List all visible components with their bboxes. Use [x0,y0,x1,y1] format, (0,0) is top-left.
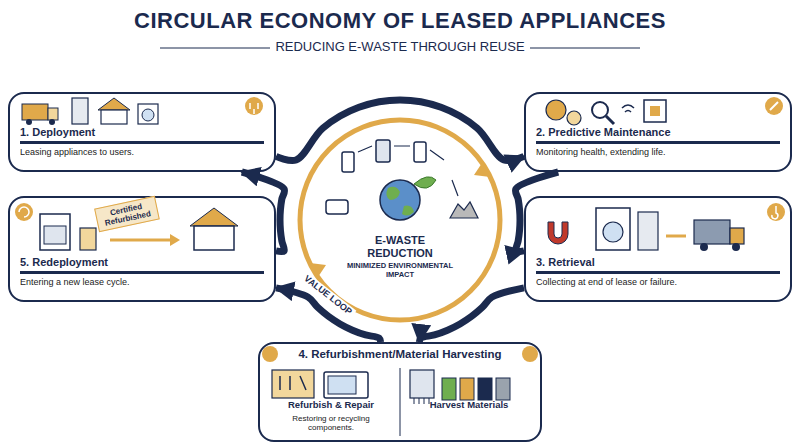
step-description: Restoring or recycling components. [274,414,388,432]
shredder-icon [410,370,434,398]
toaster-icon [326,200,348,214]
step-panel: 1. DeploymentLeasing appliances to users… [8,92,276,172]
fridge-icon [72,98,88,124]
hook-icon [772,206,778,219]
cycle-arrow [419,288,524,342]
magnifier-icon [592,102,608,118]
truck-icon [22,104,48,120]
tool-board-icon [272,370,314,398]
recycling-bin [496,378,510,400]
rule-line [528,48,640,49]
wheel [732,243,740,251]
cycle-arrow [515,172,558,252]
diagram-title: CIRCULAR ECONOMY OF LEASED APPLIANCES [0,8,800,34]
subtitle: REDUCING E-WASTE THROUGH REUSE [270,40,530,55]
fridge-icon [638,212,658,250]
step-description: Entering a new lease cycle. [20,277,264,287]
wheel [49,119,55,125]
washer-icon [138,104,158,124]
chip-core [650,106,660,116]
gear-icon [567,111,581,125]
center-hub: E-WASTE REDUCTION MINIMIZED ENVIRONMENTAL… [334,234,466,286]
magnifier-handle [606,116,614,124]
globe-icon [380,180,420,220]
globe-land [386,187,414,216]
cycle-badge [15,203,33,221]
certified-tag: Certified Refurbished [94,196,160,233]
step-heading: 4. Refurbishment/Material Harvesting [270,348,530,361]
value-ring [300,120,500,320]
washer-icon [596,208,630,250]
hook-badge [767,203,785,221]
hammer-badge [522,346,538,362]
house-roof [98,98,130,110]
ring-arrowhead [310,263,326,277]
step-heading: 1. Deployment [20,126,264,144]
truck-cab [730,228,744,244]
step-panel: 4. Refurbishment/Material HarvestingRefu… [258,342,542,442]
step-heading: Refurbish & Repair [274,400,388,411]
chip-icon [644,100,666,122]
plug-badge [245,97,263,115]
coffee-maker-icon [80,228,96,250]
oven-door [44,226,66,244]
truck-icon [694,220,730,244]
cycle-arrow [242,172,285,252]
gear-icon [546,100,566,120]
move-arrow [110,239,170,242]
step-heading: 5. Redeployment [20,256,264,274]
recycling-bin [478,378,492,400]
washer-door [142,109,154,121]
leaf-icon [414,177,436,188]
recycling-bin [442,378,456,400]
wrench-icon [770,102,778,110]
step-description: Collecting at end of lease or failure. [536,277,780,287]
cycle-icon [19,207,29,217]
house-roof [190,208,238,226]
step-heading: 3. Retrieval [536,256,780,274]
wrench-badge [765,97,783,115]
shred-strips [414,398,429,404]
move-arrow [666,235,686,238]
magnet-icon [548,222,568,244]
phone-icon [414,142,426,162]
house-icon [194,226,234,250]
wifi-icon [622,105,634,112]
divider-line [400,368,401,436]
move-arrowhead [170,234,180,246]
recycle-badge [262,346,278,362]
tools [280,376,306,390]
waste-pile-icon [450,202,478,218]
rule-line [160,48,272,49]
step-heading: 2. Predictive Maintenance [536,126,780,144]
step-panel: 3. RetrievalCollecting at end of lease o… [524,196,792,302]
washer-door [603,222,623,242]
wheel [26,119,32,125]
cycle-arrow [276,100,524,161]
step-panel: 2. Predictive MaintenanceMonitoring heal… [524,92,792,172]
recycling-bin [460,378,474,400]
step-description: Leasing appliances to users. [20,147,264,157]
flow-arrow [358,146,458,196]
ring-arrowhead [474,163,490,177]
fridge-icon [376,140,390,162]
stove-icon [40,214,70,250]
step-heading: E-WASTE REDUCTION [344,234,456,259]
step-heading: Harvest Materials [412,400,526,411]
truck-cab [48,108,58,120]
microwave-icon [324,372,368,398]
phone-icon [342,152,354,172]
step-description: MINIMIZED ENVIRONMENTAL IMPACT [344,262,456,279]
sub-step: Refurbish & RepairRestoring or recycling… [264,366,398,439]
microwave-door [328,376,356,394]
plug-icon [250,103,258,114]
step-description: Monitoring health, extending life. [536,147,780,157]
house-icon [101,110,127,124]
sub-step: Harvest Materials [402,366,536,438]
wheel [700,243,708,251]
